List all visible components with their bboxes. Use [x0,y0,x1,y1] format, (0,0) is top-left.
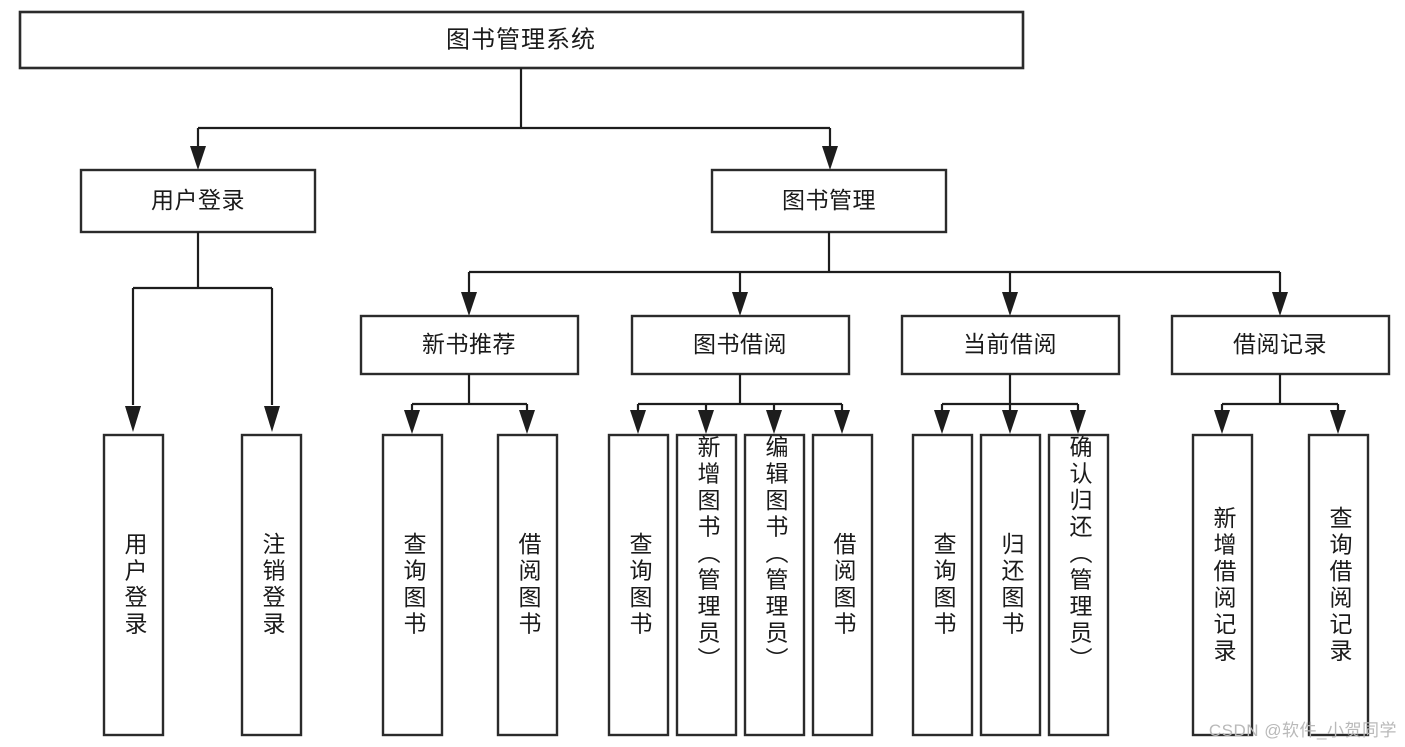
arrow-leaf-user-login [125,406,141,432]
arrow-book-mgmt [822,146,838,170]
arrow-borrow-record [1272,292,1288,316]
node-new-book-recommend[interactable]: 新书推荐 [359,314,580,376]
node-book-borrow[interactable]: 图书借阅 [630,314,851,376]
root-label: 图书管理系统 [446,26,596,53]
arrow-bb-leaf4 [834,410,850,434]
arrow-book-borrow [732,292,748,316]
arrow-leaf-logout [264,406,280,432]
arrow-user-login [190,146,206,170]
arrow-br-leaf2 [1330,410,1346,434]
borrow-record-label: 借阅记录 [1233,331,1327,357]
leaf-box-br-query-record[interactable] [1307,433,1370,737]
leaf-box-cb-confirm-return[interactable] [1047,433,1110,737]
arrow-current-borrow [1002,292,1018,316]
arrow-bb-leaf3 [766,410,782,434]
node-book-management[interactable]: 图书管理 [710,168,948,234]
user-login-label: 用户登录 [151,187,245,213]
book-borrow-box[interactable] [630,314,851,376]
new-book-recommend-box[interactable] [359,314,580,376]
current-borrow-box[interactable] [900,314,1121,376]
arrow-new-book [461,292,477,316]
leaf-box-bb-query-book[interactable] [607,433,670,737]
watermark-text: CSDN @软件_小贺同学 [1208,721,1397,740]
leaf-box-cb-query-book[interactable] [911,433,974,737]
node-root[interactable]: 图书管理系统 [18,10,1025,70]
leaf-box-user-login[interactable] [102,433,165,737]
book-borrow-label: 图书借阅 [693,331,787,357]
root-box[interactable] [18,10,1025,70]
leaf-box-logout[interactable] [240,433,303,737]
leaf-box-br-add-record[interactable] [1191,433,1254,737]
node-current-borrow[interactable]: 当前借阅 [900,314,1121,376]
arrow-cb-leaf1 [934,410,950,434]
leaf-box-nb-borrow-book[interactable] [496,433,559,737]
leaf-box-bb-edit-book[interactable] [743,433,806,737]
leaf-box-cb-return-book[interactable] [979,433,1042,737]
arrow-bb-leaf1 [630,410,646,434]
arrow-bb-leaf2 [698,410,714,434]
node-borrow-record[interactable]: 借阅记录 [1170,314,1391,376]
borrow-record-box[interactable] [1170,314,1391,376]
book-management-box[interactable] [710,168,948,234]
node-user-login[interactable]: 用户登录 [79,168,317,234]
arrow-cb-leaf2 [1002,410,1018,434]
leaf-box-nb-query-book[interactable] [381,433,444,737]
arrow-cb-leaf3 [1070,410,1086,434]
arrow-nb-leaf2 [519,410,535,434]
leaf-box-bb-add-book[interactable] [675,433,738,737]
arrow-nb-leaf1 [404,410,420,434]
current-borrow-label: 当前借阅 [963,331,1057,357]
book-management-label: 图书管理 [782,187,876,213]
arrow-br-leaf1 [1214,410,1230,434]
leaf-box-bb-borrow-book[interactable] [811,433,874,737]
new-book-recommend-label: 新书推荐 [422,331,516,357]
